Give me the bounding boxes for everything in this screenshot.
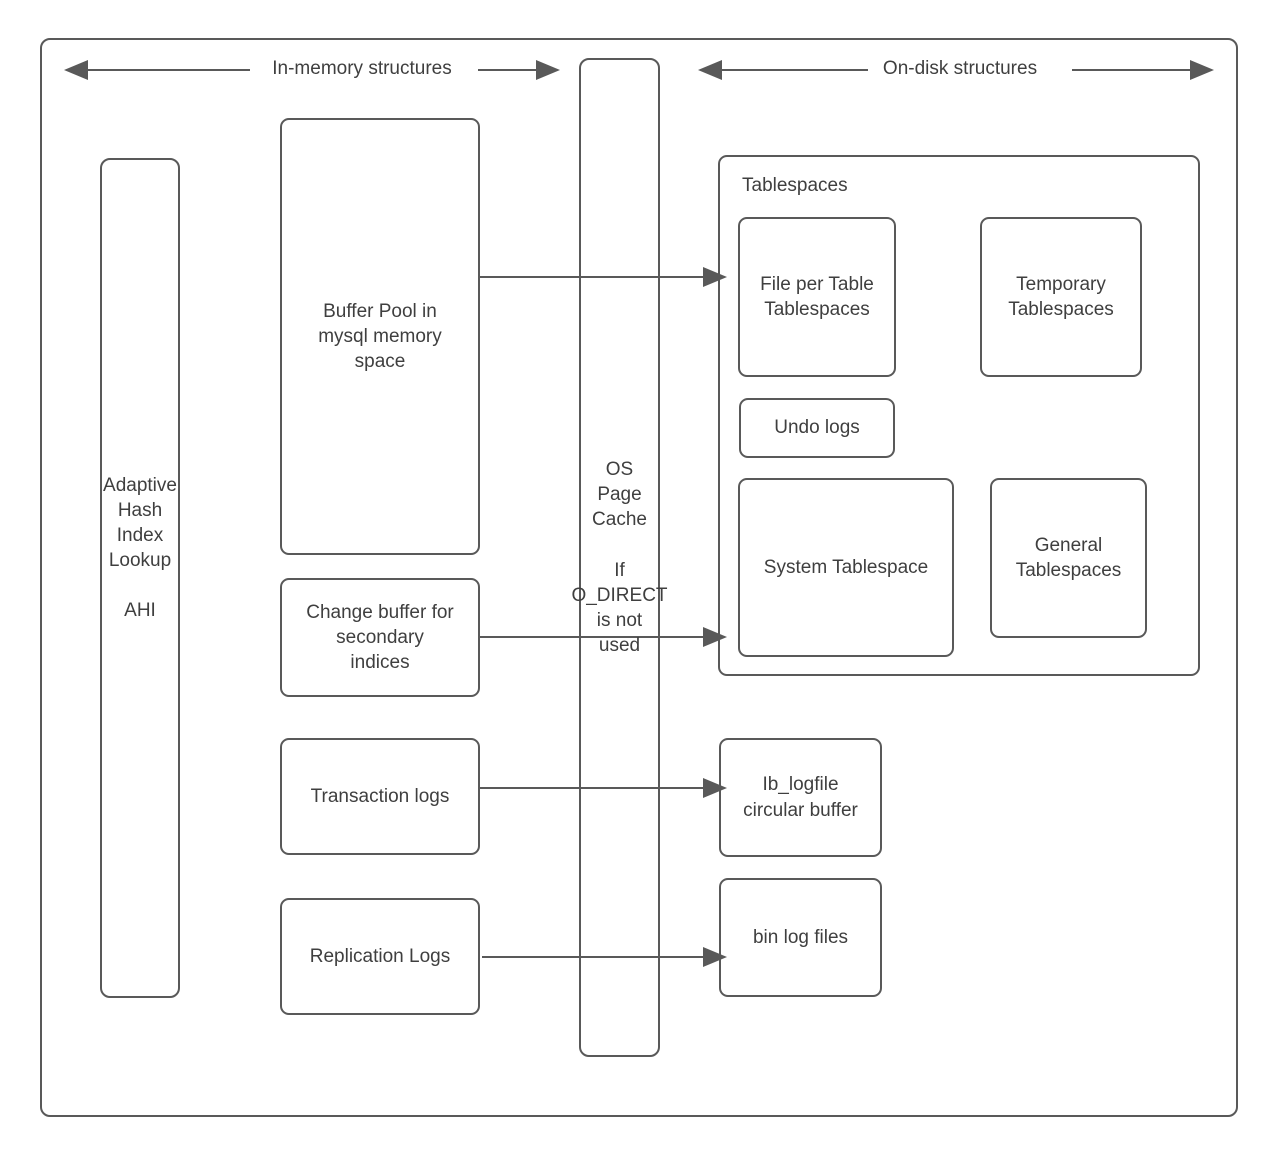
ib-logfile-circular-buffer-label: Ib_logfile circular buffer [743, 774, 858, 821]
temporary-tablespaces-box: Temporary Tablespaces [980, 217, 1142, 377]
bin-log-files-label: bin log files [752, 926, 849, 948]
os-page-cache-label: OS Page Cache If O_DIRECT is not used [571, 459, 668, 656]
bin-log-files-box: bin log files [719, 878, 882, 997]
adaptive-hash-index-label: Adaptive Hash Index Lookup AHI [103, 474, 177, 622]
replication-logs-box: Replication Logs [280, 898, 480, 1015]
undo-logs-label: Undo logs [774, 417, 860, 439]
ib-logfile-circular-buffer-box: Ib_logfile circular buffer [719, 738, 882, 857]
change-buffer-box: Change buffer for secondary indices [280, 578, 480, 697]
file-per-table-tablespaces-label: File per Table Tablespaces [760, 273, 874, 320]
tablespaces-container-box: Tablespaces [718, 155, 1200, 676]
general-tablespaces-label: General Tablespaces [1015, 534, 1122, 581]
tablespaces-label: Tablespaces [742, 175, 848, 196]
in-memory-structures-label: In-memory structures [272, 58, 452, 79]
temporary-tablespaces-label: Temporary Tablespaces [1008, 273, 1114, 320]
diagram-border [40, 38, 1238, 1117]
change-buffer-label: Change buffer for secondary indices [306, 601, 454, 674]
os-page-cache-box: OS Page Cache If O_DIRECT is not used [571, 58, 668, 1057]
adaptive-hash-index-box: Adaptive Hash Index Lookup AHI [100, 158, 180, 998]
system-tablespace-label: System Tablespace [763, 556, 929, 578]
general-tablespaces-box: General Tablespaces [990, 478, 1147, 638]
buffer-pool-box: Buffer Pool in mysql memory space [280, 118, 480, 555]
transaction-logs-label: Transaction logs [310, 785, 450, 807]
file-per-table-tablespaces-box: File per Table Tablespaces [738, 217, 896, 377]
transaction-logs-box: Transaction logs [280, 738, 480, 855]
replication-logs-label: Replication Logs [309, 945, 451, 967]
system-tablespace-box: System Tablespace [738, 478, 954, 657]
on-disk-structures-label: On-disk structures [882, 58, 1038, 79]
undo-logs-box: Undo logs [739, 398, 895, 458]
buffer-pool-label: Buffer Pool in mysql memory space [318, 300, 442, 373]
